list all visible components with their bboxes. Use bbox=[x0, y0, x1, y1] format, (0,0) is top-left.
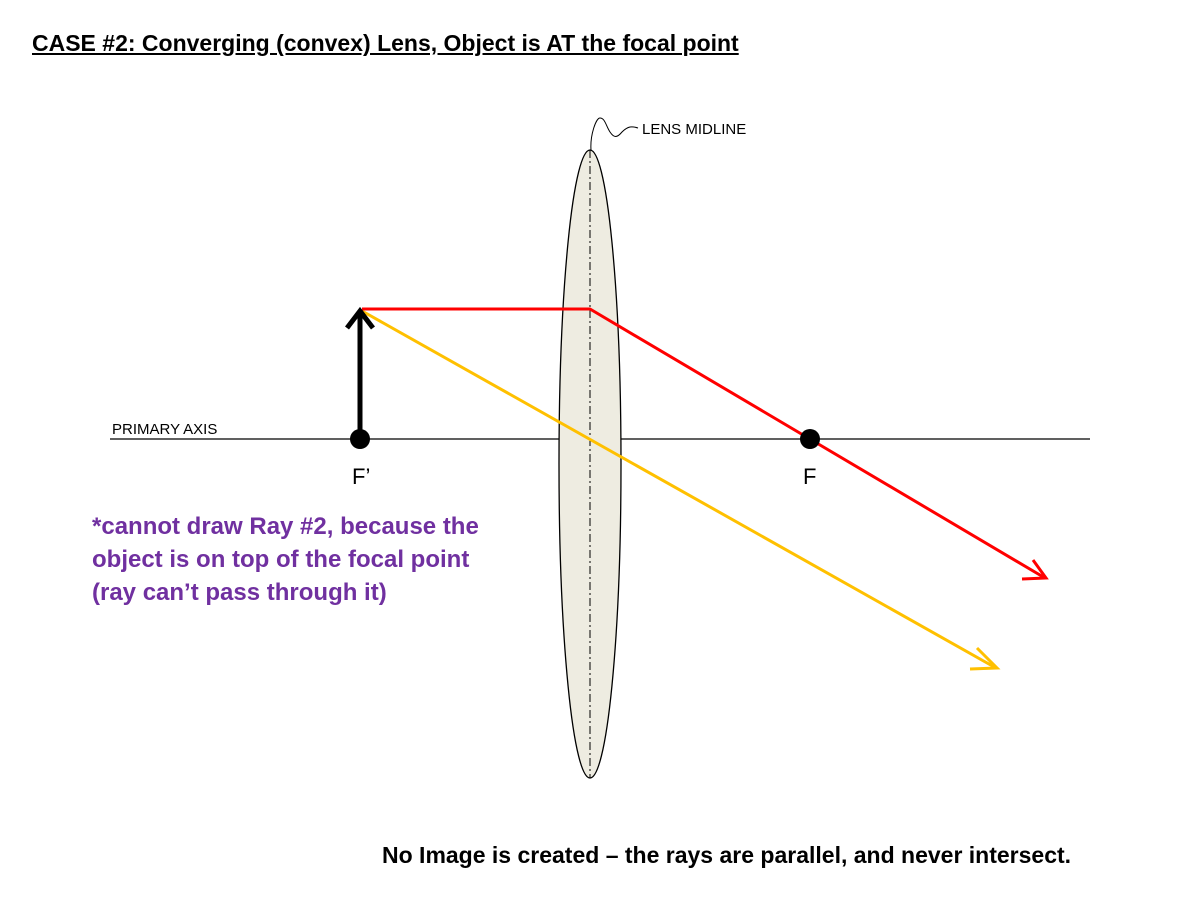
focal-point-right-label: F bbox=[803, 464, 816, 489]
focal-point-left-dot bbox=[350, 429, 370, 449]
ray-3-arrowhead bbox=[969, 646, 1001, 671]
lens-midline-label: LENS MIDLINE bbox=[642, 121, 746, 138]
page-title: CASE #2: Converging (convex) Lens, Objec… bbox=[32, 30, 739, 56]
ray-1-line bbox=[362, 307, 1046, 580]
ray-2-note: *cannot draw Ray #2, because the object … bbox=[92, 513, 479, 606]
object-arrow-head bbox=[345, 306, 375, 330]
ray-3-line bbox=[361, 309, 997, 670]
primary-axis-label: PRIMARY AXIS bbox=[112, 421, 217, 438]
focal-point-right-dot bbox=[800, 429, 820, 449]
lens-midline-pointer bbox=[590, 117, 639, 151]
conclusion-text: No Image is created – the rays are paral… bbox=[382, 842, 1072, 868]
ray-1-arrowhead bbox=[1021, 559, 1049, 581]
focal-point-left-label: F’ bbox=[352, 464, 370, 489]
